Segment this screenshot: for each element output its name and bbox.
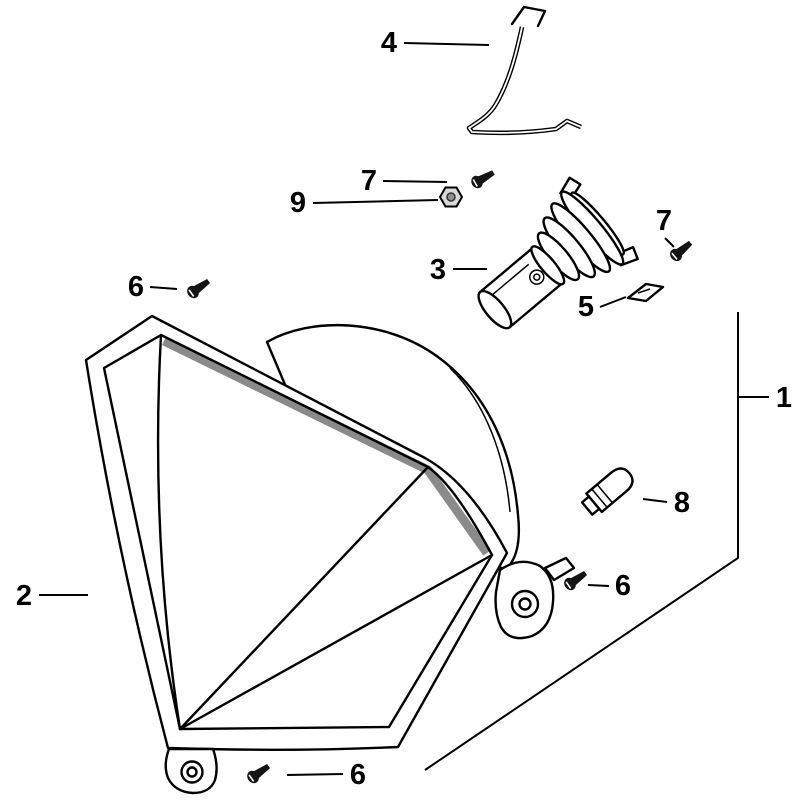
bulb-body-seam — [491, 263, 530, 296]
leader-line-9 — [312, 199, 439, 204]
wedge-bulb-base — [580, 495, 601, 516]
wedge-bulb-ridge2 — [596, 484, 614, 504]
wedge-bulb-body — [585, 467, 634, 514]
callout-7-top: 7 — [361, 165, 377, 197]
lens-shade-band — [162, 336, 491, 556]
bulb-open-end — [477, 289, 513, 330]
lens-facet-right — [178, 553, 494, 731]
mounting-ear-bottom — [164, 747, 218, 795]
wire-harness-part — [466, 5, 582, 136]
callout-6-left: 6 — [128, 271, 144, 303]
bulb-flange-step1 — [550, 202, 612, 274]
bulb-assembly-part — [477, 176, 639, 330]
leader-line-6-right — [587, 584, 610, 587]
leader-line-7-top — [382, 180, 448, 183]
mounting-ear-right — [494, 556, 576, 640]
lens-outer-rim — [84, 314, 509, 751]
bulb-flange-step2 — [542, 216, 596, 279]
bulb-body-top-edge — [478, 246, 535, 294]
callout-7-right: 7 — [656, 205, 672, 237]
hex-nut-part — [438, 186, 464, 208]
lens-facet-mid — [178, 465, 430, 731]
ear-right-hole-inner — [518, 597, 532, 611]
leader-lines — [39, 42, 769, 776]
bulb-neck-ring — [530, 245, 566, 286]
callout-5: 5 — [578, 291, 594, 323]
callout-9: 9 — [290, 187, 306, 219]
wedge-bulb-part — [580, 467, 634, 516]
callout-4: 4 — [381, 27, 397, 59]
ear-bottom-hole-outer — [180, 760, 204, 784]
housing-seam — [449, 367, 511, 513]
screw-part-7-right — [666, 237, 696, 265]
wire-connector-hook — [510, 5, 547, 28]
screw-part-6-bottom — [243, 759, 274, 787]
leader-line-6-bottom — [286, 773, 344, 776]
callout-labels: 4 7 9 3 7 5 6 1 8 2 6 6 — [16, 27, 792, 791]
callout-1: 1 — [776, 382, 792, 414]
screw-part-7-top — [468, 166, 498, 192]
callout-6-bottom: 6 — [350, 759, 366, 791]
ear-right-tab — [543, 556, 576, 582]
clip-slot — [637, 288, 651, 294]
leader-line-1 — [424, 312, 769, 771]
leader-line-8 — [642, 498, 668, 503]
bulb-flange-disc — [559, 190, 625, 266]
headlight-lens-part — [84, 314, 509, 751]
callout-2: 2 — [16, 580, 32, 612]
ear-right-body — [494, 560, 555, 640]
wire-run-core — [468, 26, 582, 134]
nut-hole — [446, 192, 456, 202]
ear-right-hole-outer — [510, 589, 540, 619]
screw-part-6-left — [183, 274, 214, 302]
ear-bottom-body — [164, 747, 218, 795]
callout-3: 3 — [430, 254, 446, 286]
leader-line-7-right — [664, 237, 675, 248]
bulb-detail-ring — [529, 269, 545, 285]
bulb-body-bottom-edge — [508, 281, 564, 329]
retainer-clip-part — [626, 282, 665, 303]
callout-8: 8 — [674, 487, 690, 519]
lens-facet-left — [156, 333, 182, 731]
bulb-detail-dot — [533, 273, 541, 281]
leader-line-6-left — [149, 286, 178, 290]
callout-6-right: 6 — [615, 570, 631, 602]
leader-line-5 — [599, 296, 627, 308]
wedge-bulb-ridge1 — [591, 488, 608, 508]
bulb-flange-step3 — [536, 231, 581, 282]
lens-inner-rim — [102, 333, 494, 731]
ear-bottom-hole-inner — [186, 766, 198, 778]
leader-line-4 — [403, 42, 490, 46]
clip-plate — [626, 282, 665, 303]
